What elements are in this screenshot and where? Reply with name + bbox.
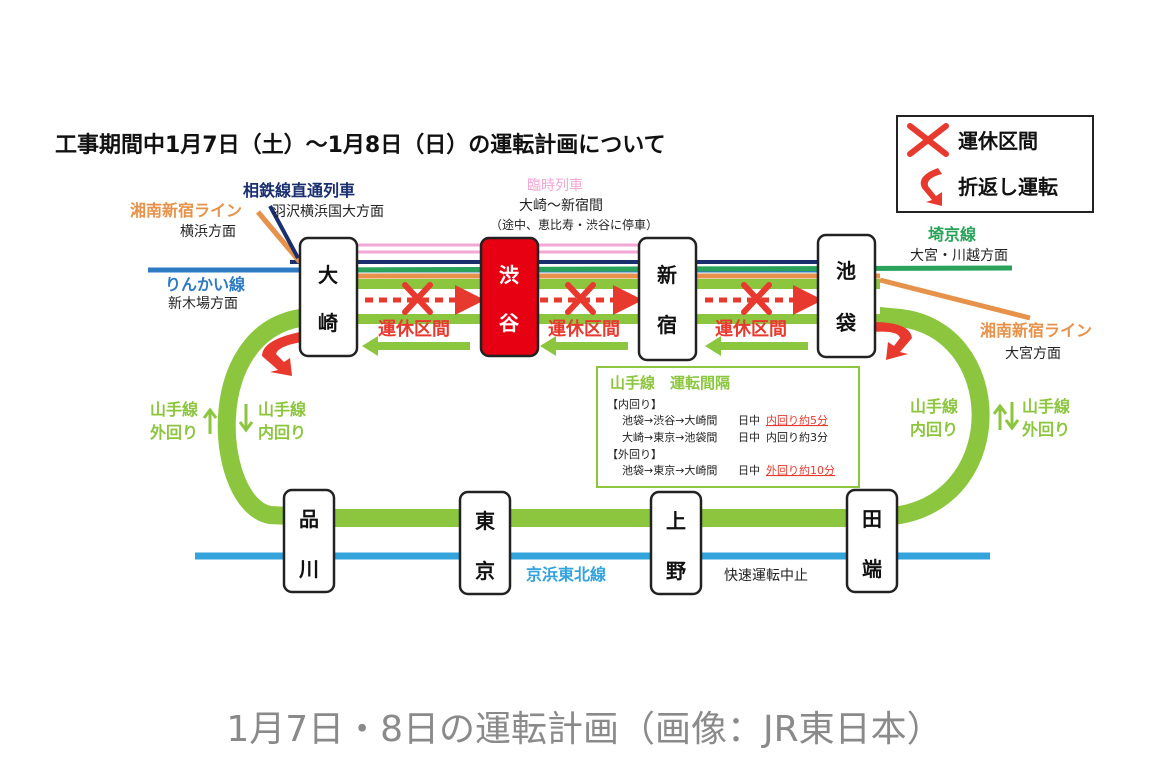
svg-text:内回り: 内回り — [910, 420, 958, 439]
svg-text:品: 品 — [299, 507, 319, 531]
shonan-right-label: 湘南新宿ライン — [980, 321, 1092, 340]
turnback-arrow-icon — [262, 332, 302, 376]
svg-text:池: 池 — [836, 259, 856, 283]
svg-text:大崎→東京→池袋間: 大崎→東京→池袋間 — [622, 430, 717, 444]
rinji-label: 臨時列車 — [527, 177, 583, 194]
svg-text:内回り約3分: 内回り約3分 — [766, 430, 828, 444]
yamanote-outer-left: 山手線 外回り — [149, 400, 218, 442]
interval-value-highlight: 外回り約10分 — [766, 463, 835, 477]
svg-text:山手線: 山手線 — [258, 400, 306, 419]
cross-icon — [402, 282, 433, 315]
svg-text:山手線: 山手線 — [910, 397, 958, 416]
cross-icon — [741, 282, 772, 315]
yamanote-outer-right: 山手線 外回り — [1004, 397, 1070, 439]
rinji-route: 大崎〜新宿間 — [519, 197, 603, 214]
rinji-note: （途中、恵比寿・渋谷に停車） — [490, 217, 658, 232]
legend-suspended-label: 運休区間 — [958, 129, 1038, 153]
rinkai-label: りんかい線 — [165, 275, 245, 294]
svg-text:内回り: 内回り — [258, 423, 306, 442]
inner-header: 【内回り】 — [607, 397, 662, 411]
shonan-left-direction: 横浜方面 — [180, 224, 236, 240]
image-caption: 1月7日・8日の運転計画（画像：JR東日本） — [226, 709, 943, 750]
up-arrow-icon — [202, 407, 218, 434]
svg-text:山手線: 山手線 — [1022, 397, 1070, 416]
svg-text:谷: 谷 — [499, 311, 520, 335]
yamanote-inner-left: 山手線 内回り — [238, 400, 306, 442]
down-arrow-icon — [1004, 402, 1020, 431]
sotetsu-left-track — [268, 205, 300, 259]
svg-text:日中: 日中 — [738, 431, 760, 444]
svg-text:端: 端 — [862, 557, 882, 581]
legend: 運休区間 折返し運転 — [896, 115, 1094, 213]
station-shibuya: 渋 谷 — [479, 236, 540, 358]
saikyo-direction: 大宮・川越方面 — [910, 248, 1008, 264]
svg-text:山手線: 山手線 — [150, 400, 198, 419]
yamanote-inner-right: 山手線 内回り — [910, 397, 1008, 439]
svg-text:東: 東 — [475, 509, 495, 533]
interval-box: 山手線 運転間隔 【内回り】 池袋→渋谷→大崎間 日中 内回り約5分 大崎→東京… — [596, 366, 860, 488]
sotetsu-label: 相鉄線直通列車 — [243, 181, 355, 200]
station-tokyo: 東 京 — [458, 490, 512, 596]
station-ueno: 上 野 — [649, 490, 703, 596]
svg-text:池袋→渋谷→大崎間: 池袋→渋谷→大崎間 — [622, 413, 717, 427]
cross-icon — [565, 282, 596, 315]
svg-text:大: 大 — [318, 263, 338, 287]
sotetsu-direction: 羽沢横浜国大方面 — [272, 204, 384, 220]
shonan-left-label: 湘南新宿ライン — [130, 201, 242, 220]
svg-text:宿: 宿 — [657, 313, 677, 337]
suspended-label: 運休区間 — [378, 318, 450, 340]
inner-loop-arrows — [362, 336, 808, 356]
turnback-arrow-icon — [872, 322, 912, 360]
svg-text:外回り: 外回り — [1021, 420, 1070, 439]
svg-text:渋: 渋 — [499, 263, 519, 287]
up-arrow-icon — [992, 403, 1008, 430]
svg-text:田: 田 — [862, 507, 882, 531]
station-shinagawa: 品 川 — [282, 488, 336, 594]
rinkai-direction: 新木場方面 — [168, 296, 238, 312]
svg-text:袋: 袋 — [835, 311, 857, 335]
interval-value-highlight: 内回り約5分 — [766, 413, 828, 427]
saikyo-label: 埼京線 — [928, 225, 976, 244]
down-arrow-icon — [238, 404, 254, 433]
station-shinjuku: 新 宿 — [637, 236, 698, 362]
svg-text:外回り: 外回り — [149, 423, 198, 442]
suspended-label: 運休区間 — [715, 318, 787, 340]
outer-header: 【外回り】 — [607, 448, 662, 461]
suspended-cross-icon — [907, 123, 949, 157]
svg-text:崎: 崎 — [318, 311, 338, 335]
interval-title: 山手線 運転間隔 — [610, 374, 730, 392]
svg-text:上: 上 — [666, 509, 686, 533]
svg-text:日中: 日中 — [738, 414, 760, 427]
svg-text:野: 野 — [666, 559, 686, 583]
svg-text:京: 京 — [475, 559, 495, 583]
shonan-right-direction: 大宮方面 — [1005, 346, 1061, 362]
keihin-tohoku-label: 京浜東北線 — [526, 565, 606, 584]
diagram-title: 工事期間中1月7日（土）〜1月8日（日）の運転計画について — [55, 132, 666, 158]
suspended-sections: 運休区間 運休区間 運休区間 — [365, 282, 823, 340]
svg-text:池袋→東京→大崎間: 池袋→東京→大崎間 — [622, 463, 717, 477]
station-osaki: 大 崎 — [298, 236, 359, 358]
svg-text:日中: 日中 — [738, 464, 760, 477]
svg-text:川: 川 — [298, 557, 319, 581]
keihin-tohoku-note: 快速運転中止 — [724, 568, 808, 584]
shonan-right-track — [879, 277, 1031, 321]
legend-turnback-label: 折返し運転 — [958, 175, 1058, 199]
station-tabata: 田 端 — [845, 488, 899, 594]
station-ikebukuro: 池 袋 — [816, 233, 877, 359]
suspended-label: 運休区間 — [548, 318, 620, 340]
turnback-arrow-icon — [920, 168, 942, 206]
svg-text:新: 新 — [657, 263, 677, 287]
